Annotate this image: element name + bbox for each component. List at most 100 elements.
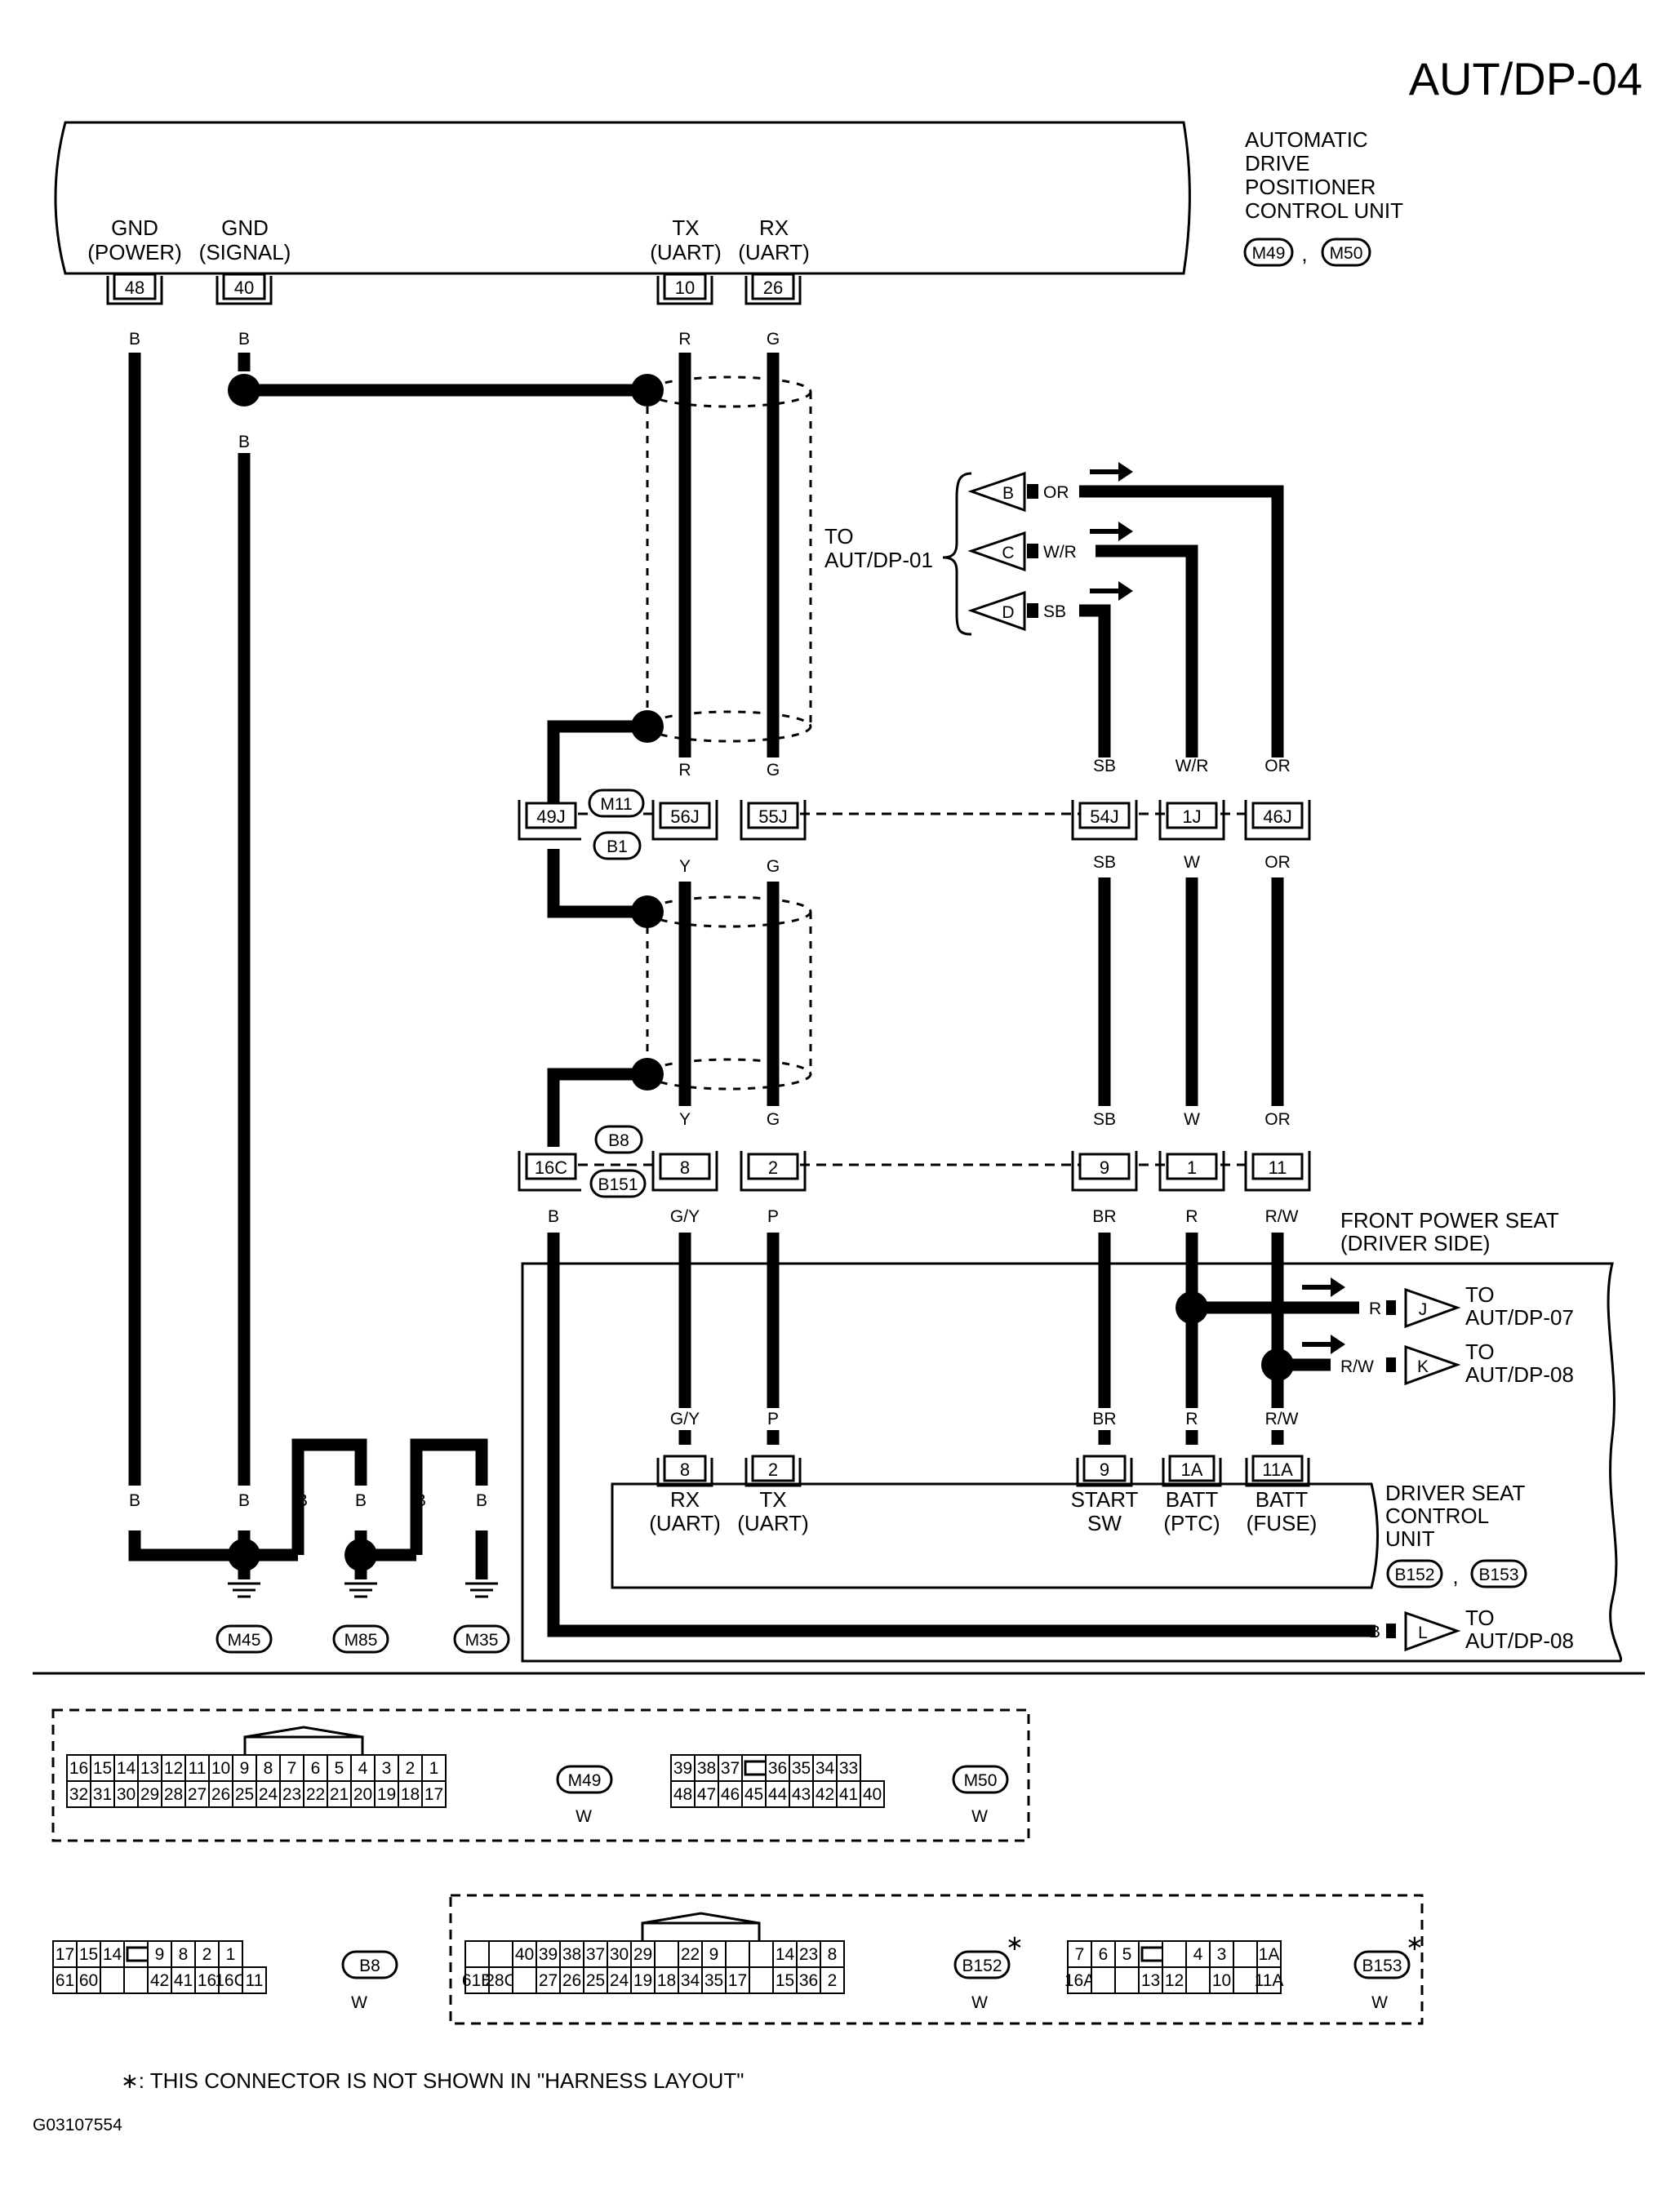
svg-text:16: 16 <box>69 1759 88 1778</box>
svg-text:16: 16 <box>198 1971 216 1990</box>
svg-text:11: 11 <box>246 1971 264 1990</box>
wire-color-label: SB <box>1093 757 1116 775</box>
svg-text:TO: TO <box>1465 1606 1495 1630</box>
svg-text:28C: 28C <box>485 1971 517 1990</box>
svg-text:45: 45 <box>744 1785 763 1804</box>
svg-text:46: 46 <box>721 1785 740 1804</box>
svg-text:,: , <box>1301 242 1307 266</box>
svg-text:38: 38 <box>562 1945 581 1964</box>
svg-text:SB: SB <box>1043 602 1066 621</box>
svg-text:36: 36 <box>799 1971 818 1990</box>
svg-text:16A: 16A <box>1064 1971 1095 1990</box>
wire-color-label: R <box>678 761 691 780</box>
svg-text:AUT/DP-08: AUT/DP-08 <box>1465 1362 1574 1387</box>
svg-text:37: 37 <box>586 1945 605 1964</box>
svg-text:15: 15 <box>93 1759 112 1778</box>
wire-color-label: P <box>767 1207 779 1226</box>
ref-arrow-d: D SB <box>967 581 1133 632</box>
svg-text:29: 29 <box>140 1785 159 1804</box>
svg-text:48: 48 <box>673 1785 692 1804</box>
wire-color-label: R/W <box>1265 1207 1299 1226</box>
svg-text:8: 8 <box>264 1759 273 1778</box>
ground-symbol-m85: M85 <box>332 1582 389 1654</box>
svg-text:11: 11 <box>1269 1157 1287 1178</box>
svg-text:DRIVER SEAT: DRIVER SEAT <box>1385 1481 1526 1505</box>
svg-text:2: 2 <box>202 1945 212 1964</box>
svg-text:B: B <box>1369 1623 1380 1641</box>
wire-color-label: B <box>476 1491 487 1510</box>
svg-text:33: 33 <box>839 1759 858 1778</box>
wire-color-label: Y <box>679 1110 691 1129</box>
svg-text:2: 2 <box>768 1459 778 1480</box>
wire-color-label: BR <box>1092 1410 1116 1428</box>
connector-group-1-frame <box>51 1708 1030 1842</box>
svg-text:∗: ∗ <box>1406 1930 1424 1955</box>
svg-text:29: 29 <box>633 1945 652 1964</box>
svg-text:25: 25 <box>586 1971 605 1990</box>
ref-arrow-l: B L TO AUT/DP-08 <box>1369 1606 1574 1653</box>
svg-text:4: 4 <box>1193 1945 1203 1964</box>
front-power-seat-frame <box>521 1262 1623 1663</box>
svg-text:40: 40 <box>515 1945 534 1964</box>
svg-text:3: 3 <box>382 1759 392 1778</box>
wire-sb <box>1079 604 1111 757</box>
svg-text:61: 61 <box>56 1971 74 1990</box>
wire-color-label: B <box>355 1491 367 1510</box>
svg-text:43: 43 <box>792 1785 811 1804</box>
svg-text:TO: TO <box>824 524 854 549</box>
svg-text:56J: 56J <box>670 806 699 827</box>
svg-text:(UART): (UART) <box>650 240 722 264</box>
svg-text:9: 9 <box>1100 1459 1109 1480</box>
svg-text:B: B <box>1002 484 1014 503</box>
svg-text:34: 34 <box>816 1759 835 1778</box>
front-power-seat-label: FRONT POWER SEAT (DRIVER SIDE) <box>1340 1208 1559 1255</box>
svg-text:35: 35 <box>704 1971 723 1990</box>
wire-color-label: B <box>238 433 250 451</box>
svg-text:28: 28 <box>164 1785 183 1804</box>
wire-color-label: B <box>296 1491 308 1510</box>
svg-text:22: 22 <box>306 1785 325 1804</box>
seat-control-unit-codes: B152 , B153 <box>1386 1559 1527 1588</box>
svg-text:8: 8 <box>828 1945 838 1964</box>
wire-color-label: R <box>678 330 691 349</box>
image-code: G03107554 <box>33 2116 122 2135</box>
control-unit-name: AUTOMATIC DRIVE POSITIONER CONTROL UNIT <box>1245 127 1403 223</box>
svg-text:46J: 46J <box>1263 806 1291 827</box>
wire-b-to-l <box>547 1233 1376 1637</box>
svg-text:41: 41 <box>839 1785 858 1804</box>
svg-text:9: 9 <box>155 1945 165 1964</box>
wire-color-label: OR <box>1264 757 1291 775</box>
joint-2-codes: B8 B151 <box>589 1125 647 1198</box>
svg-text:START: START <box>1071 1487 1139 1512</box>
ref-arrow-c: C W/R <box>967 522 1133 572</box>
wire-color-label: SB <box>1093 853 1116 872</box>
wire-color-label: SB <box>1093 1110 1116 1129</box>
page-code: AUT/DP-04 <box>1409 53 1642 104</box>
wire-color-label: B <box>238 1491 250 1510</box>
svg-text:27: 27 <box>539 1971 558 1990</box>
svg-text:(UART): (UART) <box>738 240 810 264</box>
seat-pin-8: 8 <box>656 1455 713 1487</box>
svg-text:BATT: BATT <box>1166 1487 1219 1512</box>
svg-text:RX: RX <box>759 215 789 240</box>
direction-arrow <box>1302 1277 1345 1297</box>
wire-color-label: G/Y <box>670 1207 700 1226</box>
svg-text:14: 14 <box>776 1945 795 1964</box>
seat-terminal-labels: RX (UART) TX (UART) START SW BATT (PTC) … <box>649 1487 1317 1535</box>
wire-color-label: G <box>767 857 780 876</box>
svg-text:44: 44 <box>768 1785 788 1804</box>
pin-46j: 46J <box>1244 800 1311 841</box>
svg-text:14: 14 <box>103 1945 122 1964</box>
ref-arrow-k: R/W K TO AUT/DP-08 <box>1340 1339 1574 1387</box>
reference-brace <box>942 472 972 636</box>
svg-text:30: 30 <box>610 1945 629 1964</box>
joint-1-codes: M11 B1 <box>588 789 645 860</box>
svg-text:9: 9 <box>709 1945 719 1964</box>
pin-16c: 16C <box>518 1151 581 1192</box>
svg-text:J: J <box>1419 1300 1428 1319</box>
svg-text:25: 25 <box>235 1785 254 1804</box>
svg-text:1A: 1A <box>1181 1459 1203 1480</box>
svg-text:CONTROL UNIT: CONTROL UNIT <box>1245 198 1403 223</box>
